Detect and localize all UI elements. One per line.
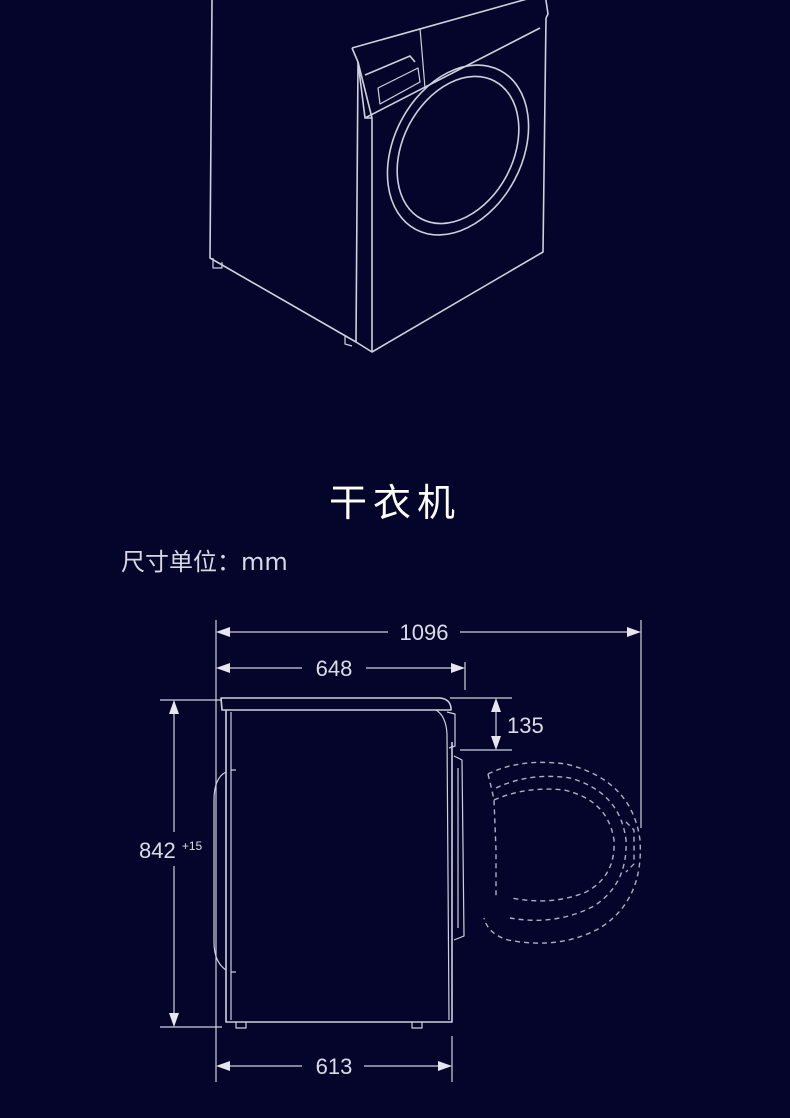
dimension-panel-height-label: 135 xyxy=(507,713,544,738)
dimension-panel-height: 135 xyxy=(491,698,544,750)
dimension-top-depth: 648 xyxy=(216,656,465,681)
dryer-isometric-illustration xyxy=(209,0,549,353)
dimension-total-depth-label: 1096 xyxy=(400,620,449,645)
unit-label: 尺寸单位：mm xyxy=(121,548,288,576)
dimension-height-tolerance: +15 xyxy=(182,839,203,853)
dimension-body-depth: 613 xyxy=(216,1054,452,1079)
dimension-total-depth: 1096 xyxy=(216,620,641,645)
dryer-side-outline xyxy=(213,697,465,1029)
svg-text:842 +15: 842 +15 xyxy=(139,838,203,863)
dimension-top-depth-label: 648 xyxy=(316,656,353,681)
extension-lines xyxy=(160,620,642,1082)
open-door-outline xyxy=(483,761,642,944)
dimension-height-label: 842 xyxy=(139,838,176,863)
dimension-height: 842 +15 xyxy=(139,700,203,1027)
dimension-body-depth-label: 613 xyxy=(316,1054,353,1079)
page-title: 干衣机 xyxy=(328,481,461,525)
